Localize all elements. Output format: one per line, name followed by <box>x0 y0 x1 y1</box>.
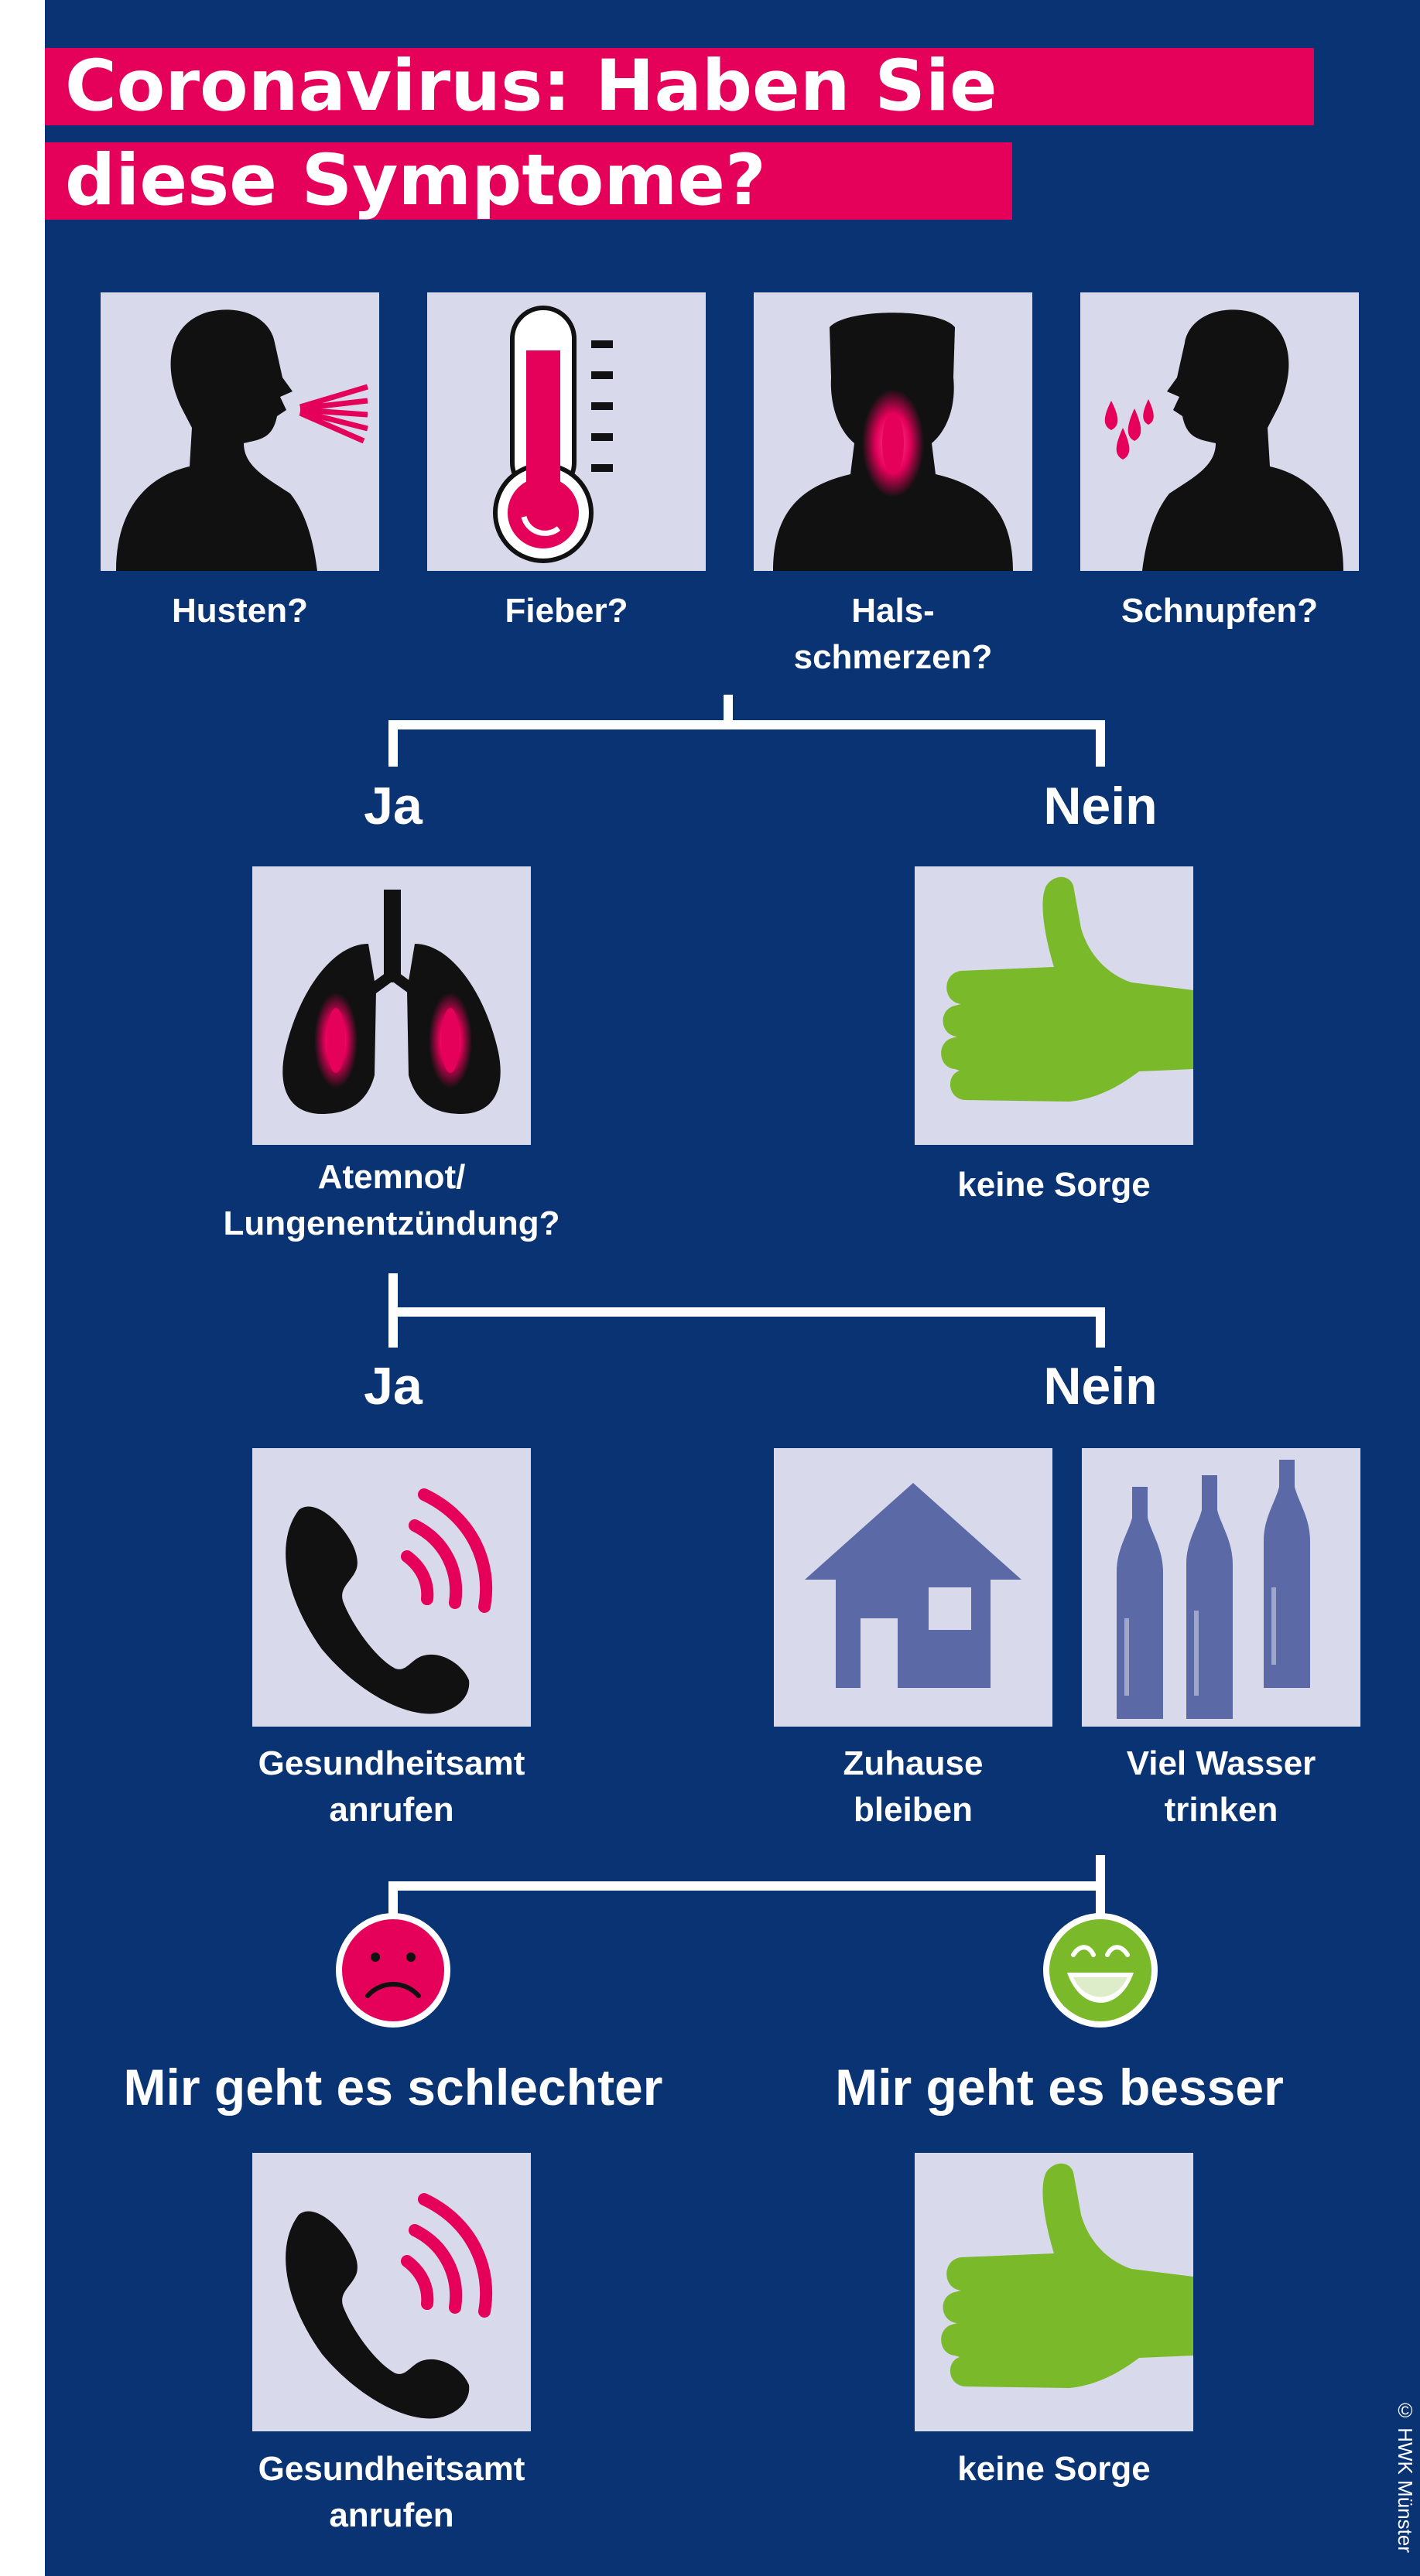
title-line-2: diese Symptome? <box>45 142 1012 220</box>
branch2-no-caption-home: Zuhause bleiben <box>843 1744 984 1829</box>
happy-face-icon <box>1042 1912 1158 2028</box>
outcome-better-label: Mir geht es besser <box>835 2058 1284 2116</box>
connector-bar-1 <box>388 720 1105 729</box>
symptom-label-runny-nose: Schnupfen? <box>1121 592 1319 630</box>
sore-throat-icon <box>754 292 1032 571</box>
connector-left-3 <box>388 1881 398 1917</box>
branch2-no-label: Nein <box>1043 1357 1158 1416</box>
copyright-credit: © HWK Münster <box>1394 2398 1417 2553</box>
outcome-worse-label: Mir geht es schlechter <box>123 2058 663 2116</box>
branch1-no-label: Nein <box>1043 777 1158 835</box>
phone-icon-2 <box>252 2153 531 2431</box>
branch1-yes-caption: Atemnot/ Lungenentzündung? <box>223 1158 560 1242</box>
connector-right-1 <box>1096 720 1105 767</box>
connector-bar-2 <box>388 1307 1105 1317</box>
coughing-head-icon <box>101 292 379 571</box>
title-line-1: Coronavirus: Haben Sie <box>45 48 1314 125</box>
water-bottles-icon <box>1082 1448 1360 1727</box>
branch2-yes-caption: Gesundheitsamt anrufen <box>258 1744 525 1829</box>
thermometer-icon <box>427 292 706 571</box>
branch2-yes-label: Ja <box>364 1357 423 1416</box>
phone-icon <box>252 1448 531 1727</box>
outcome-better-caption: keine Sorge <box>957 2450 1151 2488</box>
house-icon <box>774 1448 1052 1727</box>
symptom-label-cough: Husten? <box>172 592 308 630</box>
symptom-label-fever: Fieber? <box>505 592 628 630</box>
runny-nose-icon <box>1080 292 1359 571</box>
connector-bar-3 <box>388 1881 1105 1891</box>
branch1-no-caption: keine Sorge <box>957 1166 1151 1204</box>
symptom-label-sore-throat: Hals- schmerzen? <box>793 592 993 676</box>
branch1-yes-label: Ja <box>364 777 423 835</box>
thumbs-up-icon-2 <box>915 2153 1193 2431</box>
outcome-worse-caption: Gesundheitsamt anrufen <box>258 2450 525 2534</box>
branch2-no-caption-water: Viel Wasser trinken <box>1126 1744 1316 1829</box>
connector-left-1 <box>388 720 398 767</box>
sad-face-icon <box>335 1912 451 2028</box>
lungs-icon <box>252 866 531 1145</box>
infographic-poster: Coronavirus: Haben Sie diese Symptome? <box>45 0 1420 2576</box>
thumbs-up-icon <box>915 866 1193 1145</box>
connector-right-2 <box>1096 1307 1105 1348</box>
